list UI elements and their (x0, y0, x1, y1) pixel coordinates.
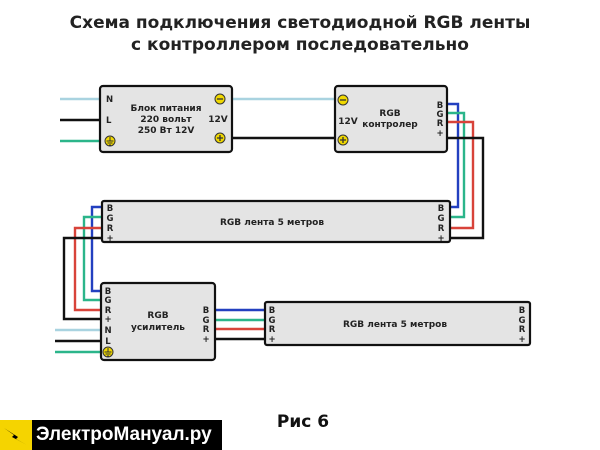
strip2-right-pin-r: R (519, 325, 526, 335)
wire-strip-plus (62, 236, 102, 321)
strip1-left-pin-g: G (107, 214, 114, 224)
psu-output-label: 12V (208, 115, 228, 125)
strip2-left-pin-plus: + (268, 335, 275, 345)
controller-label-1: RGB (379, 109, 400, 119)
strip1-left-pin-b: B (107, 204, 113, 214)
power-supply-block: N L Блок питания 220 вольт 250 Вт 12V 12… (98, 84, 234, 154)
strip1-right-pin-b: B (438, 204, 444, 214)
site-logo: ЭлектроМануал.ру (0, 420, 222, 450)
psu-pin-l: L (106, 116, 112, 126)
wire-ctrl-plus (447, 136, 485, 240)
amp-label-2: усилитель (131, 323, 185, 333)
psu-label-1: Блок питания (131, 104, 202, 114)
amp-label-1: RGB (147, 311, 168, 321)
amp-out-pin-b: B (203, 306, 209, 316)
minus-terminal-icon (214, 93, 226, 105)
rgb-controller-block: 12V RGB контролер B G R + (333, 84, 449, 154)
figure-label: Рис 6 (277, 412, 329, 432)
controller-input-label: 12V (338, 117, 358, 127)
amp-in-pin-n: N (104, 326, 111, 336)
controller-label-2: контролер (362, 120, 418, 130)
controller-pin-plus: + (436, 129, 443, 139)
rgb-strip-1: B G R + RGB лента 5 метров B G R + (100, 199, 452, 244)
strip2-right-pin-b: B (519, 306, 525, 316)
strip1-label: RGB лента 5 метров (220, 218, 324, 228)
strip2-right-pin-g: G (519, 316, 526, 326)
strip1-left-pin-plus: + (106, 234, 113, 244)
wire-ctrl-g (447, 111, 466, 219)
amp-in-pin-l: L (105, 337, 111, 347)
strip2-label: RGB лента 5 метров (343, 320, 447, 330)
ground-icon (104, 135, 116, 147)
title-line-2: с контроллером последовательно (131, 35, 469, 55)
strip2-left-pin-b: B (269, 306, 275, 316)
amp-out-pin-plus: + (202, 335, 209, 345)
strip1-left-pin-r: R (107, 224, 114, 234)
amp-in-pin-r: R (105, 306, 112, 316)
psu-label-2: 220 вольт (140, 115, 192, 125)
logo-text: ЭлектроМануал.ру (36, 424, 212, 445)
wire-strip-g (82, 215, 102, 302)
wire-strip-b (90, 205, 102, 293)
strip2-right-pin-plus: + (518, 335, 525, 345)
controller-pin-g: G (437, 110, 444, 120)
amp-in-pin-b: B (105, 287, 111, 297)
wires (55, 97, 485, 354)
lightning-icon (0, 420, 32, 450)
wire-strip-r (73, 226, 102, 312)
ground-icon (102, 346, 114, 358)
strip2-left-pin-r: R (269, 325, 276, 335)
psu-label-3: 250 Вт 12V (138, 126, 195, 136)
amp-in-pin-g: G (105, 296, 112, 306)
title-line-1: Схема подключения светодиодной RGB ленты (70, 13, 531, 33)
amp-in-pin-plus: + (104, 315, 111, 325)
rgb-strip-2: B G R + RGB лента 5 метров B G R + (263, 300, 532, 347)
rgb-amplifier-block: B G R + N L RGB усилитель B G R + (99, 281, 217, 362)
wire-ctrl-b (447, 102, 460, 209)
controller-pin-r: R (437, 119, 444, 129)
strip1-right-pin-r: R (438, 224, 445, 234)
amp-out-pin-g: G (203, 316, 210, 326)
wire-ctrl-r (447, 120, 475, 230)
plus-terminal-icon (214, 132, 226, 144)
minus-terminal-icon (337, 94, 349, 106)
plus-terminal-icon (337, 134, 349, 146)
amp-out-pin-r: R (203, 325, 210, 335)
controller-pin-b: B (437, 101, 443, 111)
psu-pin-n: N (106, 95, 113, 105)
strip2-left-pin-g: G (269, 316, 276, 326)
strip1-right-pin-g: G (438, 214, 445, 224)
strip1-right-pin-plus: + (437, 234, 444, 244)
